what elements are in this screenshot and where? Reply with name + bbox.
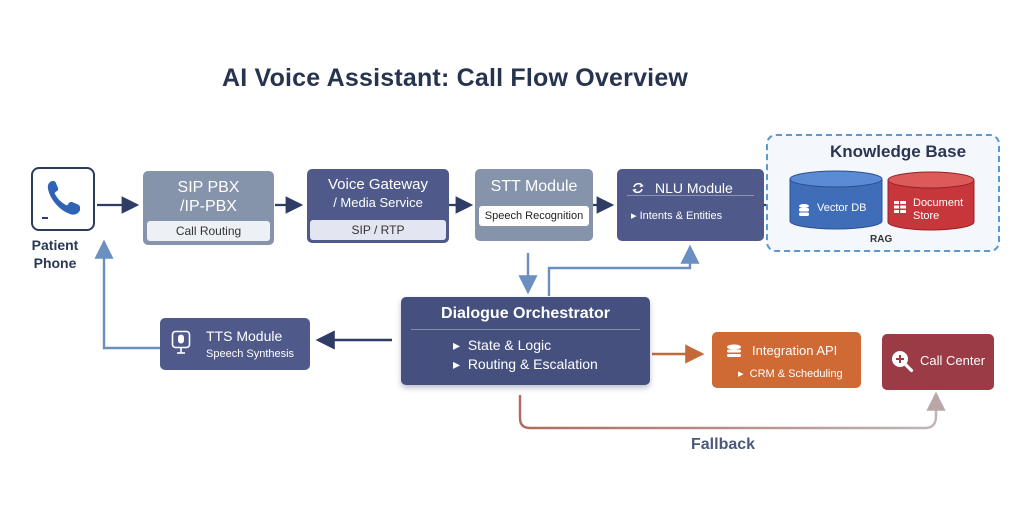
nlu-sub-text: Intents & Entities [639, 210, 723, 222]
microphone-icon [171, 330, 191, 354]
diagram-title: AI Voice Assistant: Call Flow Overview [222, 64, 689, 92]
voice-gateway-node: Voice Gateway / Media Service SIP / RTP [307, 169, 449, 243]
patient-phone-label: Patient Phone [20, 236, 90, 272]
document-store-cylinder [887, 171, 975, 231]
phone-label-line1: Patient [31, 237, 79, 253]
voice-gateway-sub-label: SIP / RTP [310, 220, 446, 240]
patient-phone-node [31, 167, 95, 231]
sip-pbx-title-line2: /IP-PBX [180, 198, 237, 215]
call-center-node: Call Center [882, 334, 994, 390]
voice-gateway-title-line2: / Media Service [333, 195, 423, 210]
nlu-module-node: NLU Module ▸ Intents & Entities [617, 169, 764, 241]
stt-module-title: STT Module [490, 178, 578, 195]
stt-module-node: STT Module Speech Recognition [475, 169, 593, 241]
nlu-module-sub-label: ▸ Intents & Entities [631, 210, 723, 222]
search-icon [892, 351, 914, 373]
sync-icon [632, 182, 644, 194]
sip-pbx-sub-label: Call Routing [147, 221, 270, 241]
document-store-line1: Document [913, 197, 964, 209]
document-icon [894, 201, 906, 213]
dialogue-orchestrator-node: Dialogue Orchestrator ▸ State & Logic ▸ … [401, 297, 650, 385]
vector-db-cylinder [789, 170, 883, 230]
nlu-divider [627, 195, 754, 196]
orchestrator-item-routing: ▸ Routing & Escalation [453, 356, 598, 372]
integration-api-title: Integration API [752, 343, 838, 358]
integration-api-sub-text: CRM & Scheduling [749, 368, 843, 380]
tts-module-sub-label: Speech Synthesis [206, 348, 295, 360]
tts-module-title: TTS Module [206, 328, 283, 344]
arrow-tts-to-phone [94, 239, 160, 350]
orchestrator-item-state-text: State & Logic [467, 337, 552, 353]
fallback-label: Fallback [691, 436, 756, 453]
orchestrator-item-state: ▸ State & Logic [453, 337, 552, 353]
database-icon [799, 204, 809, 216]
document-store-line2: Store [913, 210, 940, 222]
phone-label-line2: Phone [33, 255, 77, 271]
tts-module-node: TTS Module Speech Synthesis [160, 318, 310, 370]
call-center-title: Call Center [920, 353, 986, 368]
arrow-orchestrator-to-nlu [547, 244, 700, 296]
database-icon [727, 344, 741, 357]
integration-api-node: Integration API ▸ CRM & Scheduling [712, 332, 861, 388]
rag-label: RAG [870, 234, 893, 245]
integration-api-sub-label: ▸ CRM & Scheduling [738, 368, 843, 380]
sip-pbx-title-line1: SIP PBX [177, 179, 240, 196]
sip-pbx-title: SIP PBX /IP-PBX [143, 178, 274, 216]
voice-gateway-title-line1: Voice Gateway [327, 176, 429, 193]
sip-pbx-node: SIP PBX /IP-PBX Call Routing [143, 171, 274, 245]
orchestrator-title: Dialogue Orchestrator [441, 305, 610, 322]
voice-gateway-title: Voice Gateway / Media Service [307, 176, 449, 212]
orchestrator-divider [411, 329, 640, 330]
nlu-module-title: NLU Module [655, 180, 733, 196]
orchestrator-item-routing-text: Routing & Escalation [467, 356, 598, 372]
knowledge-base-title: Knowledge Base [830, 142, 967, 161]
document-store-label: Document Store [913, 197, 963, 223]
stt-module-sub-label: Speech Recognition [479, 206, 589, 226]
phone-icon [42, 181, 80, 219]
fallback-path [518, 391, 946, 430]
vector-db-label: Vector DB [817, 202, 867, 214]
